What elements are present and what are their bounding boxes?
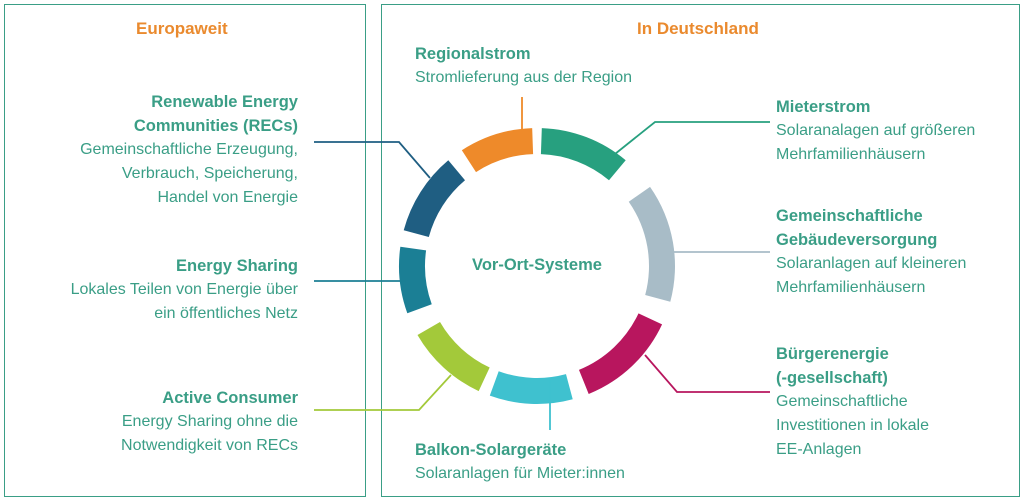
connector-mieterstrom [609,121,770,159]
gebaeudeversorgung-desc-line-1: Solaranlagen auf kleineren [776,255,967,272]
recs-desc-line-3: Handel von Energie [157,189,298,206]
buergerenergie-title-line-1: Bürgerenergie [776,345,889,363]
active-consumer-title: Active Consumer [162,389,298,407]
recs-block: Renewable Energy Communities (RECs) Geme… [80,90,298,210]
active-consumer-desc-line-1: Energy Sharing ohne die [121,413,298,430]
gebaeudeversorgung-title-line-2: Gebäudeversorgung [776,231,938,249]
connector-buergerenergie [644,354,770,393]
europe-panel [4,4,366,497]
active-consumer-desc-line-2: Notwendigkeit von RECs [121,437,298,454]
gebaeudeversorgung-block: Gemeinschaftliche Gebäudeversorgung Sola… [776,204,966,300]
recs-desc-line-1: Gemeinschaftliche Erzeugung, [80,141,298,158]
buergerenergie-block: Bürgerenergie (-gesellschaft) Gemeinscha… [776,342,929,462]
regionalstrom-block: Regionalstrom Stromlieferung aus der Reg… [415,42,632,90]
mieterstrom-desc-line-2: Mehrfamilienhäusern [776,146,926,163]
mieterstrom-title: Mieterstrom [776,98,871,116]
ring-segment-active_consumer [417,322,490,392]
recs-desc-line-2: Verbrauch, Speicherung, [121,165,298,182]
mieterstrom-desc-line-1: Solaranalagen auf größeren [776,122,976,139]
buergerenergie-title-line-2: (-gesellschaft) [776,369,888,387]
buergerenergie-desc-line-2: Investitionen in lokale [776,417,929,434]
connector-lines [314,97,770,430]
energy-sharing-title: Energy Sharing [176,257,298,275]
ring-segments [399,128,675,404]
germany-panel [381,4,1020,497]
regionalstrom-title: Regionalstrom [415,45,531,63]
active-consumer-block: Active Consumer Energy Sharing ohne die … [121,386,298,458]
energy-sharing-desc-line-2: ein öffentliches Netz [154,305,298,322]
ring-segment-recs [403,160,466,238]
connector-active_consumer [314,374,452,411]
ring-segment-gebaeude [628,186,675,302]
ring-segment-mieterstrom [540,128,626,181]
balkon-block: Balkon-Solargeräte Solaranlagen für Miet… [415,438,625,486]
buergerenergie-desc-line-1: Gemeinschaftliche [776,393,908,410]
center-label: Vor-Ort-Systeme [472,256,602,274]
ring-segment-balkon [489,371,573,404]
connector-recs [314,141,431,179]
mieterstrom-block: Mieterstrom Solaranalagen auf größeren M… [776,95,975,167]
energy-sharing-block: Energy Sharing Lokales Teilen von Energi… [71,254,298,326]
balkon-title: Balkon-Solargeräte [415,441,567,459]
buergerenergie-desc-line-3: EE-Anlagen [776,441,862,458]
germany-heading: In Deutschland [637,19,759,38]
regionalstrom-desc: Stromlieferung aus der Region [415,69,633,86]
ring-segment-energy_sharing [399,246,432,314]
gebaeudeversorgung-desc-line-2: Mehrfamilienhäusern [776,279,926,296]
recs-title-line-1: Renewable Energy [151,93,298,111]
europe-heading: Europaweit [136,19,228,38]
gebaeudeversorgung-title-line-1: Gemeinschaftliche [776,207,923,225]
ring-segment-buergerenergie [578,313,663,394]
energy-sharing-desc-line-1: Lokales Teilen von Energie über [70,281,298,298]
recs-title-line-2: Communities (RECs) [133,117,298,135]
balkon-desc: Solaranlagen für Mieter:innen [415,465,625,482]
ring-segment-regionalstrom [461,128,534,173]
